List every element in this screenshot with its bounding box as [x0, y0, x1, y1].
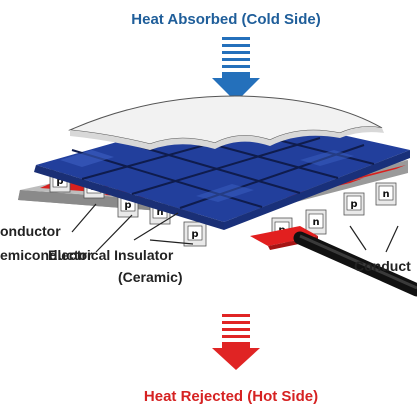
lead-wire [250, 226, 417, 297]
pellet-n-4: n [375, 182, 397, 206]
pellet-label: n [156, 207, 163, 218]
pellet-label: p [56, 176, 63, 187]
pellet-label: n [382, 189, 389, 200]
pellet-label: p [350, 199, 357, 210]
top-ceramic-plate [68, 95, 384, 150]
leader-lines [71, 203, 399, 253]
hot-side-title: Heat Rejected (Hot Side) [144, 388, 318, 405]
label-electrical-insulator: Electrical Insulator [48, 247, 174, 263]
pellet-p-5: p [343, 192, 365, 216]
cold-side-title: Heat Absorbed (Cold Side) [131, 11, 320, 28]
pellet-n-3: n [305, 209, 327, 235]
hot-arrow-icon [212, 314, 260, 370]
label-conductor-right: Conduct [354, 258, 411, 274]
pellet-label: p [124, 200, 131, 211]
pellet-p-3: p [183, 221, 207, 247]
pellet-label: p [191, 229, 198, 240]
cold-arrow-icon [212, 37, 260, 102]
label-ceramic: (Ceramic) [118, 269, 183, 285]
label-conductor-left: onductor [0, 223, 61, 239]
label-semiconductor: emiconductor [0, 247, 93, 263]
pellet-label: n [312, 217, 319, 228]
